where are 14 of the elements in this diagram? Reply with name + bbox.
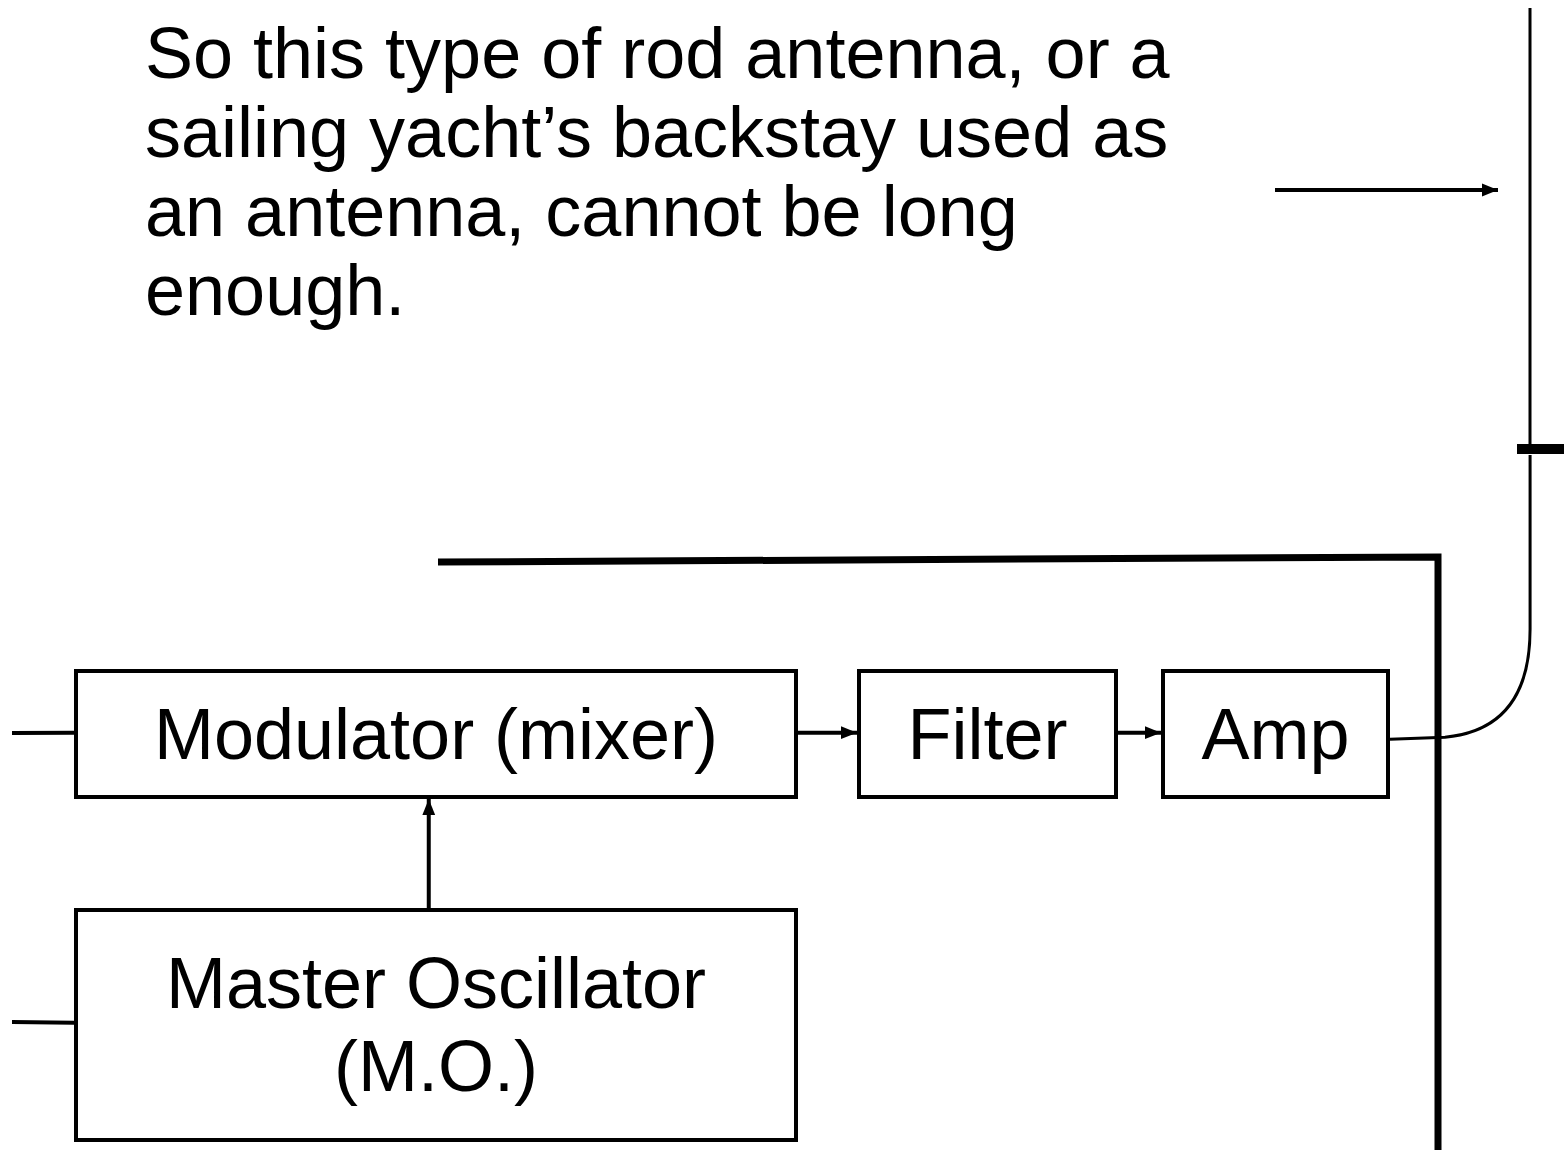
arrow [798,726,857,740]
box-label: Amp [1201,692,1350,776]
box-label: Filter [907,692,1068,776]
box-label: Master Oscillator (M.O.) [164,942,708,1108]
arrow [1275,183,1498,197]
process-box [857,669,1118,799]
process-box [74,669,798,799]
note-text: So this type of rod antenna, or a sailing yacht’s backstay used as an antenna, cannot be long enough. [145,14,1230,334]
arrow [422,799,436,908]
process-box [74,908,798,1142]
feed-cable [1389,455,1532,741]
process-box [1161,669,1390,799]
box-label: Modulator (mixer) [153,692,719,776]
arrow [1118,726,1161,740]
